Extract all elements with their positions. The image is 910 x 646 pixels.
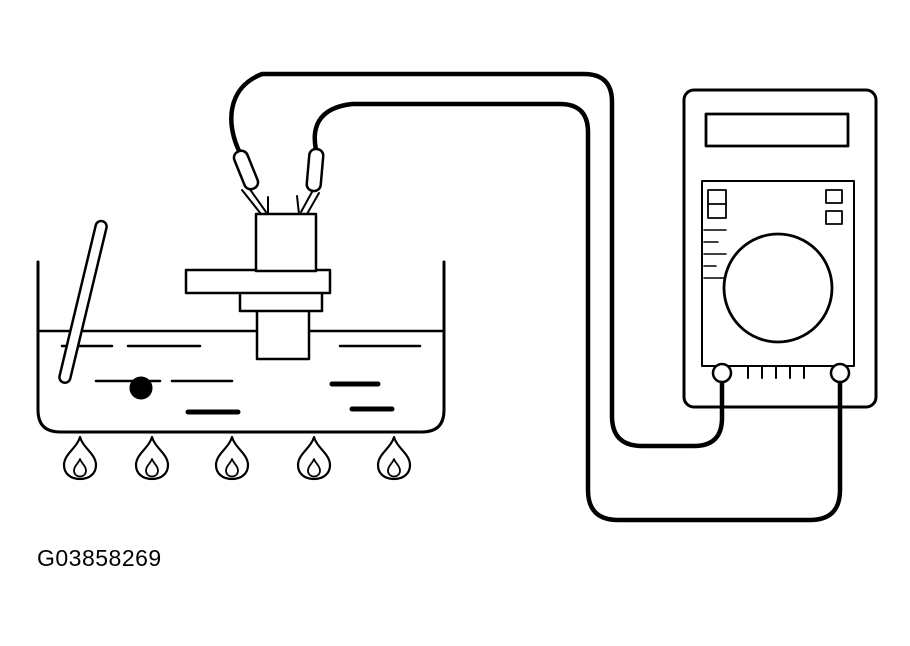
burner-flames xyxy=(62,435,412,481)
thermometer-bulb xyxy=(129,376,153,400)
multimeter-terminals xyxy=(711,362,851,384)
multimeter-display xyxy=(704,112,850,148)
test-probe-boot-right xyxy=(305,147,325,193)
sensor-terminals xyxy=(267,195,300,215)
test-probe-boot-left xyxy=(232,149,260,191)
flame-icon xyxy=(62,435,98,481)
panel-buttons-right xyxy=(825,189,843,225)
thermometer xyxy=(58,219,153,400)
probe-clip-jaws xyxy=(241,187,320,215)
test-lead-wire-right xyxy=(312,101,843,523)
panel-scale-lines xyxy=(703,229,727,279)
test-lead-wire-left xyxy=(229,71,725,449)
temperature-sensor xyxy=(184,195,332,361)
panel-switch-left xyxy=(707,189,727,219)
flame-icon xyxy=(134,435,170,481)
flame-icon xyxy=(376,435,412,481)
flame-icon xyxy=(214,435,250,481)
multimeter-panel xyxy=(701,180,855,367)
multimeter-terminal-right xyxy=(829,362,851,384)
terminal-tick-marks xyxy=(747,365,805,379)
figure-reference-label: G03858269 xyxy=(37,545,162,571)
water-bath-container xyxy=(36,260,446,434)
multimeter-rotary-dial xyxy=(722,232,834,344)
multimeter-terminal-left xyxy=(711,362,733,384)
water-ripple-dashes xyxy=(60,344,422,415)
flame-icon xyxy=(296,435,332,481)
multimeter-body xyxy=(682,88,878,409)
